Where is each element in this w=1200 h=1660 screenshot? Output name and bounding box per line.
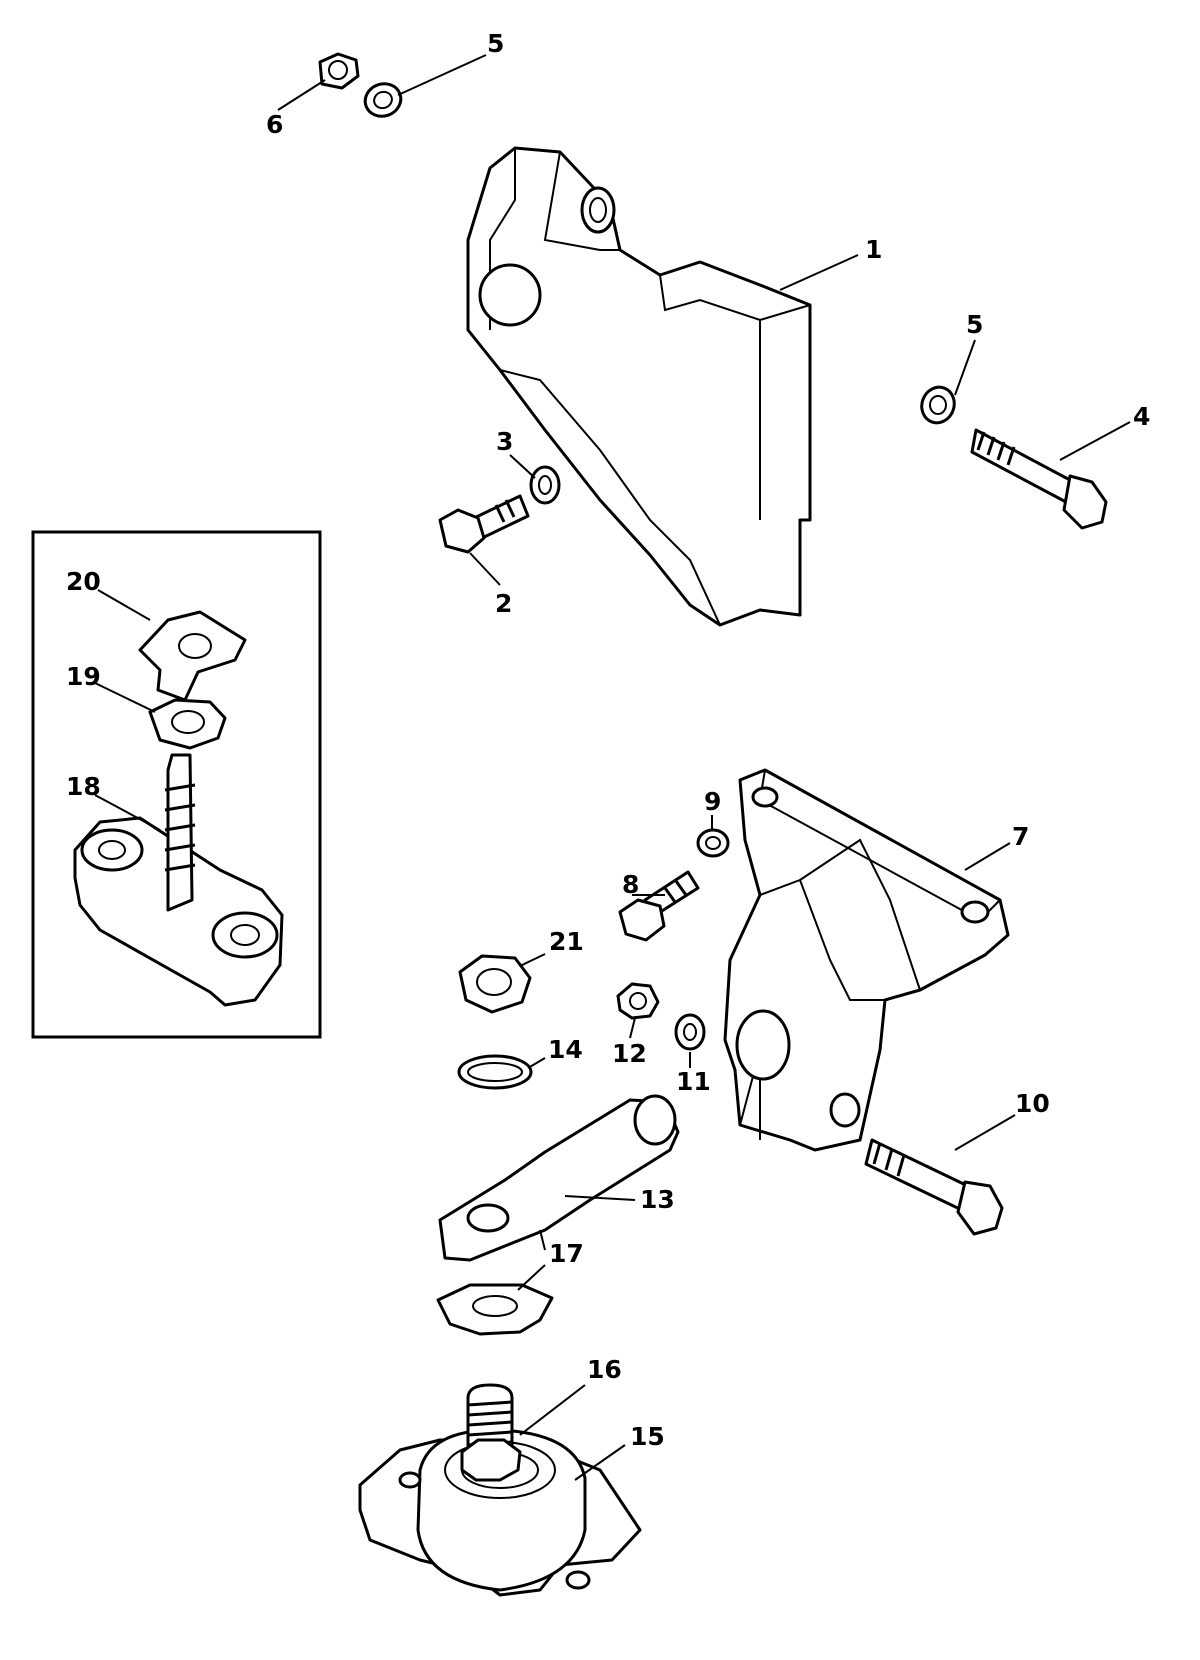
- part-14-snap-ring: [457, 1054, 533, 1090]
- part-4-long-bolt: [970, 428, 1108, 530]
- part-17-tab-washer: [436, 1283, 554, 1336]
- part-12-hex-nut: [616, 982, 660, 1020]
- callout-14: 14: [548, 1035, 583, 1064]
- callout-10: 10: [1015, 1089, 1050, 1118]
- part-20-tab-washer: [138, 610, 247, 702]
- callout-16: 16: [587, 1355, 622, 1384]
- callout-21: 21: [549, 927, 584, 956]
- part-1-bracket: [466, 146, 812, 627]
- part-15-rubber-mount: [358, 1428, 642, 1597]
- part-18-mount-plate: [73, 753, 284, 1007]
- callout-17: 17: [549, 1239, 584, 1268]
- part-7-mount-bracket: [723, 768, 1010, 1152]
- callout-4: 4: [1133, 402, 1150, 431]
- callout-1: 1: [865, 235, 882, 264]
- part-8-bolt: [618, 870, 700, 942]
- part-19-hex-nut: [148, 698, 227, 750]
- part-11-lock-washer: [674, 1013, 706, 1051]
- callout-6: 6: [266, 110, 283, 139]
- callout-5-right: 5: [966, 310, 983, 339]
- callout-11: 11: [676, 1067, 711, 1096]
- part-9-lock-washer: [696, 828, 730, 858]
- leader-lines: [94, 54, 1131, 1481]
- part-16-threaded-stud: [460, 1383, 522, 1482]
- callout-15: 15: [630, 1422, 665, 1451]
- part-5-lock-washer-right: [920, 385, 956, 425]
- callout-5-top: 5: [487, 29, 504, 58]
- callout-18: 18: [66, 772, 101, 801]
- part-3-lock-washer: [529, 465, 561, 505]
- callout-8: 8: [622, 870, 639, 899]
- inset-frame: [31, 530, 322, 1039]
- callout-20: 20: [66, 567, 101, 596]
- callout-12: 12: [612, 1039, 647, 1068]
- callout-7: 7: [1012, 822, 1029, 851]
- part-2-bolt: [438, 494, 530, 554]
- callout-13: 13: [640, 1185, 675, 1214]
- callout-9: 9: [704, 787, 721, 816]
- part-13-trunnion: [438, 1094, 680, 1262]
- part-10-long-bolt: [864, 1138, 1004, 1236]
- part-21-hex-nut: [458, 954, 532, 1014]
- part-5-lock-washer-top: [363, 82, 403, 118]
- callout-2: 2: [495, 589, 512, 618]
- callout-3: 3: [496, 427, 513, 456]
- part-6-hex-nut: [318, 52, 360, 90]
- callout-labels: 6 5 1 5 4 3 2 20 19 18 7 9 8 21 10 11 12…: [66, 29, 1150, 1451]
- callout-19: 19: [66, 662, 101, 691]
